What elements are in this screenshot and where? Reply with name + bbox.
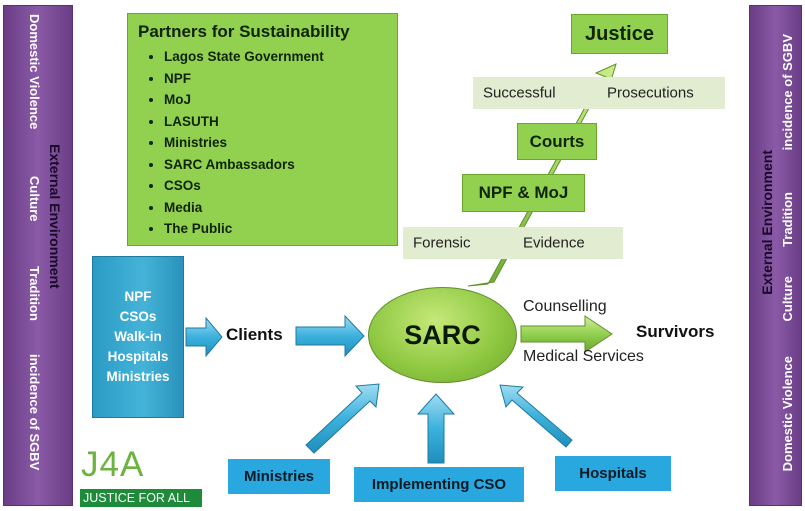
service-medical: Medical Services [523,348,644,365]
sarc-node: SARC [368,287,517,383]
partner-item: SARC Ambassadors [164,154,387,176]
referral-item: NPF [124,289,152,304]
right-external-environment-title: External Environment [759,150,775,295]
partner-item: The Public [164,218,387,240]
clients-label: Clients [226,325,283,344]
evidence-label: Evidence [523,234,585,252]
justice-label: Justice [585,22,654,45]
referral-item: Ministries [106,369,170,384]
referral-sources-box: NPF CSOs Walk-in Hospitals Ministries [92,256,184,418]
courts-box: Courts [517,123,597,160]
referral-item: CSOs [119,309,157,324]
ministries-label: Ministries [243,468,315,485]
right-item-culture: Culture [780,276,795,322]
right-item-domestic-violence: Domestic Violence [780,356,795,472]
referral-item: Hospitals [107,349,169,364]
npf-moj-box: NPF & MoJ [462,174,585,212]
partner-item: Lagos State Government [164,46,387,68]
service-counselling: Counselling [523,298,607,315]
justice-box: Justice [571,14,668,54]
partner-item: LASUTH [164,111,387,133]
partner-item: NPF [164,68,387,90]
logo-j4a-text: J4A [81,445,145,484]
ministries-box: Ministries [228,459,330,494]
clients-to-sarc-arrow [295,314,365,358]
pathway-to-justice-arrow [467,63,617,287]
implementing-cso-box: Implementing CSO [354,467,524,502]
partner-item: MoJ [164,89,387,111]
partners-box: Partners for Sustainability Lagos State … [127,13,398,246]
logo-tagline: JUSTICE FOR ALL [80,489,202,507]
courts-label: Courts [529,131,585,151]
right-item-incidence-sgbv: incidence of SGBV [780,34,795,151]
sarc-to-survivors-arrow [520,315,613,353]
right-item-tradition: Tradition [780,192,795,247]
survivors-label: Survivors [636,322,715,341]
partner-item: Ministries [164,132,387,154]
forensic-label: Forensic [413,234,471,252]
prosecutions-label: Prosecutions [607,84,694,102]
j4a-logo: J4A JUSTICE FOR ALL [76,445,204,509]
forensic-evidence-strip: Forensic Evidence [403,227,623,259]
hospitals-box: Hospitals [555,456,671,491]
referral-to-clients-arrow [185,316,223,358]
left-external-environment-title: External Environment [47,144,63,289]
left-item-domestic-violence: Domestic Violence [27,14,42,130]
implementing-cso-label: Implementing CSO [371,476,507,493]
external-environment-left: Domestic Violence Culture Tradition inci… [3,5,73,506]
partner-item: Media [164,197,387,219]
partners-title: Partners for Sustainability [138,22,350,41]
ministries-to-sarc-arrow [305,383,380,454]
left-item-incidence-sgbv: incidence of SGBV [27,354,42,471]
left-item-culture: Culture [27,176,42,222]
partners-list: Lagos State Government NPF MoJ LASUTH Mi… [138,46,387,240]
hospitals-label: Hospitals [579,465,647,482]
partner-item: CSOs [164,175,387,197]
implementing-cso-to-sarc-arrow [416,393,456,464]
left-item-tradition: Tradition [27,266,42,321]
successful-prosecutions-strip: Successful Prosecutions [473,77,725,109]
external-environment-right: Domestic Violence Culture Tradition inci… [749,5,802,506]
hospitals-to-sarc-arrow [499,384,573,448]
successful-label: Successful [483,84,556,102]
sarc-label: SARC [404,319,481,350]
npf-moj-label: NPF & MoJ [478,183,569,202]
referral-item: Walk-in [114,329,162,344]
